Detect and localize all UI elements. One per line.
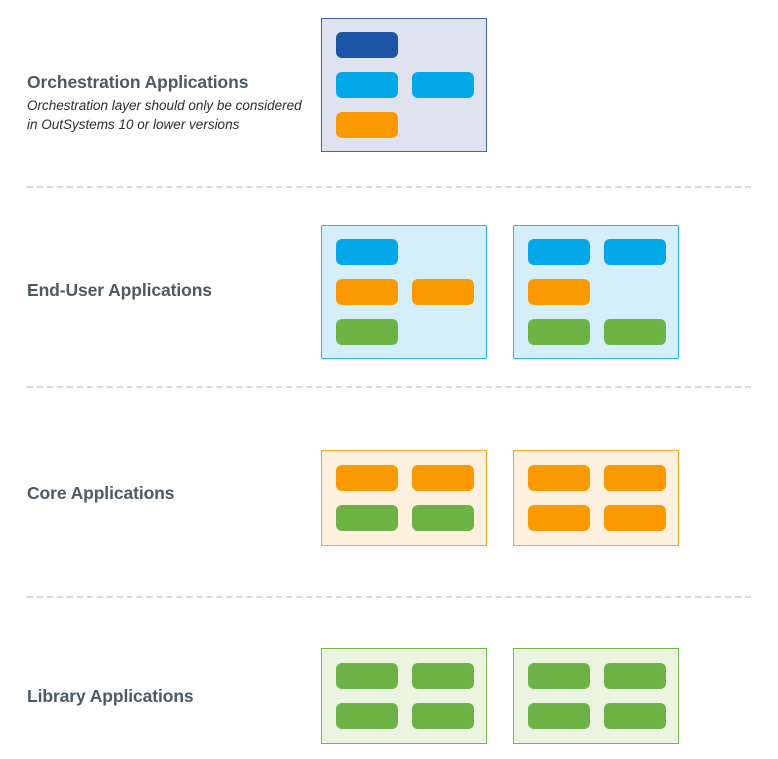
application-module-green[interactable]	[528, 319, 590, 345]
layer-separator-2	[27, 386, 751, 388]
application-module-orange[interactable]	[412, 279, 474, 305]
application-row	[528, 663, 666, 689]
layer-note-orchestration: Orchestration layer should only be consi…	[27, 97, 302, 133]
application-groups-end-user	[321, 225, 679, 359]
application-module-orange[interactable]	[528, 279, 590, 305]
layer-label-end-user: End-User Applications	[27, 280, 312, 302]
application-module-orange[interactable]	[336, 112, 398, 138]
layer-title-end-user: End-User Applications	[27, 280, 212, 300]
application-row	[528, 505, 666, 531]
application-module-orange[interactable]	[604, 505, 666, 531]
application-row	[336, 663, 474, 689]
application-module-orange[interactable]	[412, 465, 474, 491]
layer-label-core: Core Applications	[27, 483, 312, 505]
application-module-orange[interactable]	[336, 465, 398, 491]
application-module-placeholder	[412, 319, 474, 345]
application-group-box[interactable]	[321, 648, 487, 744]
application-group-box[interactable]	[321, 18, 487, 152]
application-module-orange[interactable]	[528, 505, 590, 531]
application-module-light-blue[interactable]	[336, 72, 398, 98]
application-module-placeholder	[412, 32, 474, 58]
layer-title-library: Library Applications	[27, 686, 194, 706]
application-row	[336, 505, 474, 531]
application-row	[336, 239, 472, 265]
application-group-box[interactable]	[513, 648, 679, 744]
application-module-green[interactable]	[604, 319, 666, 345]
application-groups-library	[321, 648, 679, 744]
application-row	[528, 279, 664, 305]
layer-label-library: Library Applications	[27, 686, 312, 708]
application-module-light-blue[interactable]	[604, 239, 666, 265]
application-module-orange[interactable]	[528, 465, 590, 491]
application-row	[336, 72, 474, 98]
layer-title-core: Core Applications	[27, 483, 175, 503]
application-module-green[interactable]	[336, 703, 398, 729]
application-row	[336, 279, 474, 305]
application-group-box[interactable]	[513, 450, 679, 546]
application-row	[336, 465, 474, 491]
layer-separator-3	[27, 596, 751, 598]
application-group-box[interactable]	[321, 225, 487, 359]
layer-title-orchestration: Orchestration Applications	[27, 72, 249, 92]
application-row	[336, 32, 472, 58]
application-module-light-blue[interactable]	[336, 239, 398, 265]
application-row	[336, 112, 472, 138]
application-module-orange[interactable]	[336, 279, 398, 305]
application-module-green[interactable]	[412, 663, 474, 689]
application-module-green[interactable]	[336, 505, 398, 531]
application-groups-core	[321, 450, 679, 546]
application-module-green[interactable]	[412, 703, 474, 729]
application-module-green[interactable]	[336, 663, 398, 689]
application-module-dark-blue[interactable]	[336, 32, 398, 58]
application-row	[336, 319, 472, 345]
application-module-green[interactable]	[528, 663, 590, 689]
application-module-orange[interactable]	[604, 465, 666, 491]
application-module-green[interactable]	[604, 663, 666, 689]
application-module-light-blue[interactable]	[412, 72, 474, 98]
application-module-green[interactable]	[412, 505, 474, 531]
application-group-box[interactable]	[513, 225, 679, 359]
application-module-placeholder	[412, 112, 474, 138]
application-module-green[interactable]	[528, 703, 590, 729]
application-module-placeholder	[412, 239, 474, 265]
application-module-placeholder	[604, 279, 666, 305]
application-groups-orchestration	[321, 18, 487, 152]
application-row	[528, 703, 666, 729]
application-row	[336, 703, 474, 729]
application-module-light-blue[interactable]	[528, 239, 590, 265]
application-row	[528, 319, 666, 345]
application-group-box[interactable]	[321, 450, 487, 546]
application-row	[528, 465, 666, 491]
application-module-green[interactable]	[336, 319, 398, 345]
application-module-green[interactable]	[604, 703, 666, 729]
application-row	[528, 239, 666, 265]
layer-separator-1	[27, 186, 751, 188]
